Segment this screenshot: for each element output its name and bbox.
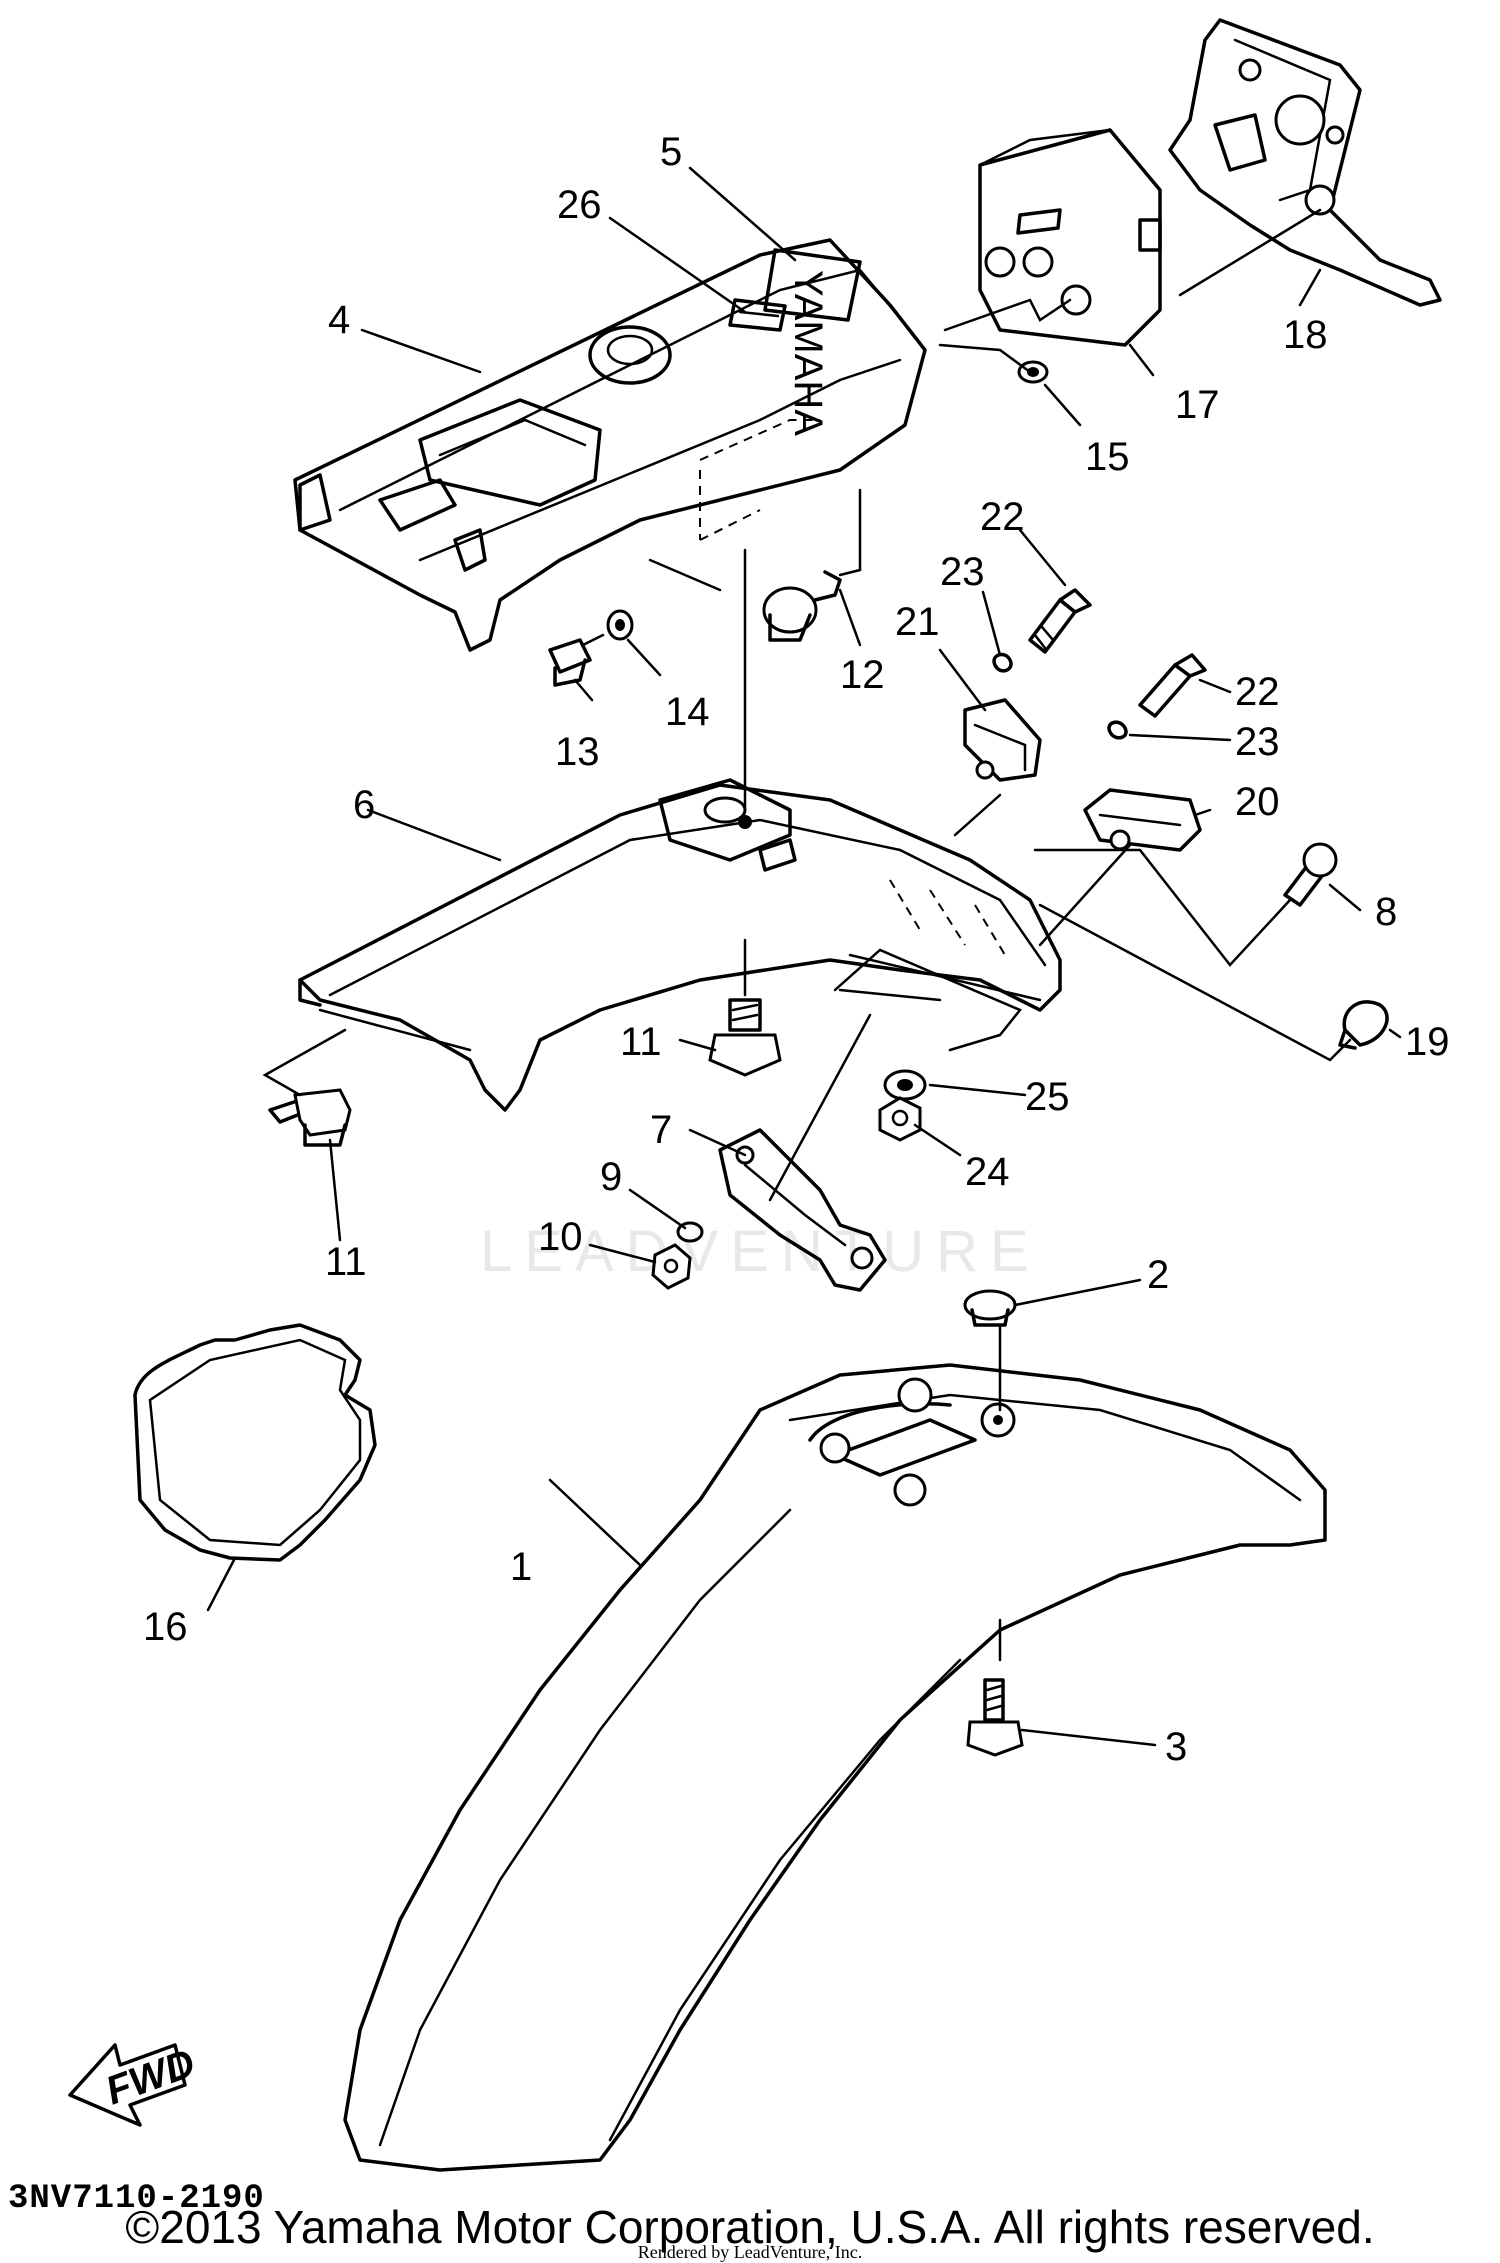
rendered-by-notice: Rendered by LeadVenture, Inc. (637, 2242, 863, 2262)
part-1-front-fender (343, 1363, 1327, 2172)
part-2-grommet (963, 1289, 1017, 1327)
callout-8: 8 (1375, 890, 1397, 934)
callout-9: 9 (600, 1155, 622, 1199)
callout-1: 1 (510, 1545, 532, 1589)
callout-13: 13 (555, 730, 600, 774)
callout-4: 4 (328, 298, 350, 342)
callout-16: 16 (143, 1605, 188, 1649)
callout-12: 12 (840, 653, 885, 697)
watermark-logo: LEADVENTURE (480, 1219, 1041, 1284)
part-18-light-bracket (1168, 18, 1442, 307)
part-5-yamaha-emblem: YAMAHA (763, 248, 862, 436)
part-17-tail-light (978, 128, 1162, 347)
callout-11-upper: 11 (620, 1020, 662, 1064)
callout-20: 20 (1235, 780, 1280, 824)
part-12-bolt (762, 570, 842, 642)
part-16-mud-flap (133, 1323, 377, 1562)
callout-11-lower: 11 (325, 1240, 367, 1284)
part-23-washer-upper (992, 652, 1013, 673)
leader-lines (206, 166, 1402, 1747)
part-26-label (728, 298, 787, 332)
part-3-bolt (966, 1678, 1024, 1757)
callout-19: 19 (1405, 1020, 1450, 1064)
callout-24: 24 (965, 1150, 1010, 1194)
callout-2: 2 (1147, 1253, 1169, 1297)
part-15-washer (1017, 360, 1049, 384)
fwd-arrow-icon: FWD (68, 2041, 201, 2127)
part-22-bolt-upper (1028, 588, 1092, 654)
callout-6: 6 (353, 783, 375, 827)
part-23-washer-lower (1107, 720, 1128, 740)
part-4-rear-cover (293, 238, 927, 652)
part-21-bracket (963, 698, 1042, 782)
part-8-screw (1283, 842, 1338, 907)
callout-25: 25 (1025, 1075, 1070, 1119)
part-25-washer (883, 1069, 927, 1101)
callout-22-lower: 22 (1235, 670, 1280, 714)
callout-21: 21 (895, 600, 940, 644)
part-20-reflector (1083, 788, 1202, 852)
part-11-bolt-lower (268, 1088, 352, 1147)
callout-7: 7 (650, 1108, 672, 1152)
part-6-rear-fender (298, 778, 1062, 1112)
part-19-plug (1338, 1000, 1389, 1050)
callout-10: 10 (538, 1215, 583, 1259)
callout-numbers: 1 2 3 4 5 6 7 8 9 10 11 11 12 13 14 15 1… (143, 130, 1450, 1769)
diagram-part-code: 3NV7110-2190 (8, 2180, 265, 2218)
part-22-bolt-lower (1138, 653, 1207, 718)
callout-5: 5 (660, 130, 682, 174)
callout-18: 18 (1283, 313, 1328, 357)
part-10-nut (651, 1243, 692, 1290)
emblem-text: YAMAHA (786, 270, 830, 436)
callout-23-lower: 23 (1235, 720, 1280, 764)
part-24-nut (878, 1096, 922, 1142)
callout-23-upper: 23 (940, 550, 985, 594)
copyright-notice: ©2013 Yamaha Motor Corporation, U.S.A. A… (125, 2201, 1375, 2253)
callout-26: 26 (557, 183, 602, 227)
part-14-washer (606, 609, 634, 641)
callout-15: 15 (1085, 435, 1130, 479)
callout-14: 14 (665, 690, 710, 734)
callout-3: 3 (1165, 1725, 1187, 1769)
callout-22-upper: 22 (980, 495, 1025, 539)
alignment-lines (262, 208, 1352, 1662)
part-13-bolt (548, 633, 605, 687)
part-11-bolt-upper (708, 998, 782, 1077)
callout-17: 17 (1175, 383, 1220, 427)
